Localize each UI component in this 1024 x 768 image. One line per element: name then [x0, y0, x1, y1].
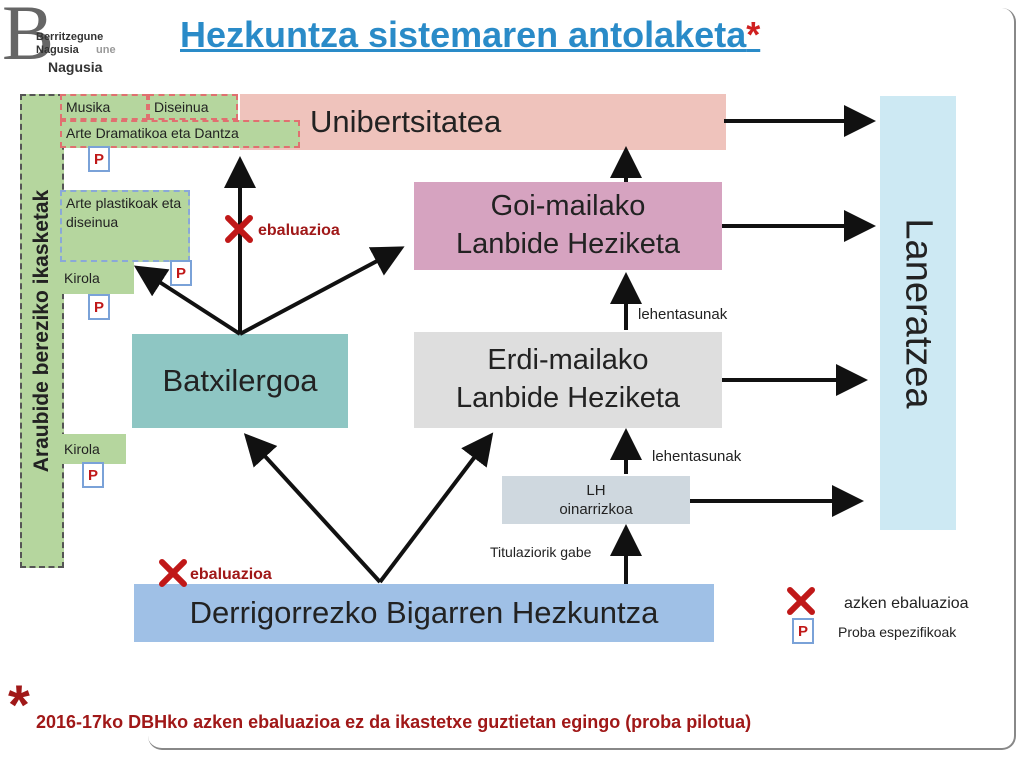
cross-icon-legend: [787, 587, 815, 615]
arrow-bat-araubide: [133, 265, 242, 336]
footnote-text: 2016-17ko DBHko azken ebaluazioa ez da i…: [36, 712, 752, 732]
araubide-column: [20, 94, 64, 568]
lh-oinarrizkoa-box: LH oinarrizkoa: [502, 476, 690, 524]
diseinua-box: Diseinua: [148, 94, 238, 120]
lehentasunak-upper-label: lehentasunak: [638, 306, 728, 323]
arrow-dbh-erdi: [378, 432, 494, 584]
ebaluazioa-upper-label: ebaluazioa: [258, 222, 340, 239]
logo-text-2: Nagusia: [36, 44, 79, 56]
arte-plastikoak-box: Arte plastikoak eta diseinua: [60, 190, 190, 262]
batxilergoa-box: Batxilergoa: [132, 334, 348, 428]
arrow-dbh-bat: [243, 433, 382, 584]
laneratzea-box: [880, 96, 956, 530]
goi-line-1: Goi-mailako: [490, 190, 646, 223]
title-asterisk: *: [746, 14, 761, 55]
p-badge-plastikoak: P: [170, 260, 192, 286]
goi-line-2: Lanbide Heziketa: [455, 228, 681, 260]
cross-icon-lower: [159, 559, 187, 587]
cross-icon-upper: [225, 215, 253, 243]
logo-text-1: Berritzegune: [36, 31, 104, 43]
kirola-lower-box: Kirola: [60, 434, 126, 464]
slide-frame: [148, 8, 1016, 750]
logo-mark: B: [2, 0, 55, 76]
logo-text-3: Nagusia: [48, 59, 103, 75]
titulaziorik-gabe-label: Titulaziorik gabe: [490, 544, 592, 560]
page-title: Hezkuntza sistemaren antolaketa*: [180, 14, 761, 55]
lh-line-1: LH: [586, 481, 606, 499]
musika-box: Musika: [60, 94, 148, 120]
erdi-line-2: Lanbide Heziketa: [455, 382, 681, 414]
legend-proba-espezifikoak: Proba espezifikoak: [838, 624, 957, 640]
dbh-box: Derrigorrezko Bigarren Hezkuntza: [134, 584, 714, 642]
erdi-line-1: Erdi-mailako: [487, 344, 649, 377]
lehentasunak-lower-label: lehentasunak: [652, 448, 742, 465]
p-badge-kirola-upper: P: [88, 294, 110, 320]
logo-text-ghost: une: [96, 44, 116, 56]
kirola-upper-box: Kirola: [60, 262, 134, 294]
p-badge-dramatikoa: P: [88, 146, 110, 172]
arrow-bat-goi: [239, 246, 405, 336]
lh-line-2: oinarrizkoa: [559, 501, 633, 518]
ebaluazioa-lower-label: ebaluazioa: [190, 566, 272, 583]
p-badge-kirola-lower: P: [82, 462, 104, 488]
arte-dramatikoa-box: Arte Dramatikoa eta Dantza: [60, 120, 300, 148]
legend-azken-ebaluazioa: azken ebaluazioa: [844, 595, 969, 612]
unibertsitatea-box: Unibertsitatea: [240, 94, 726, 150]
p-badge-legend: P: [792, 618, 814, 644]
footnote-asterisk: *: [8, 673, 30, 736]
